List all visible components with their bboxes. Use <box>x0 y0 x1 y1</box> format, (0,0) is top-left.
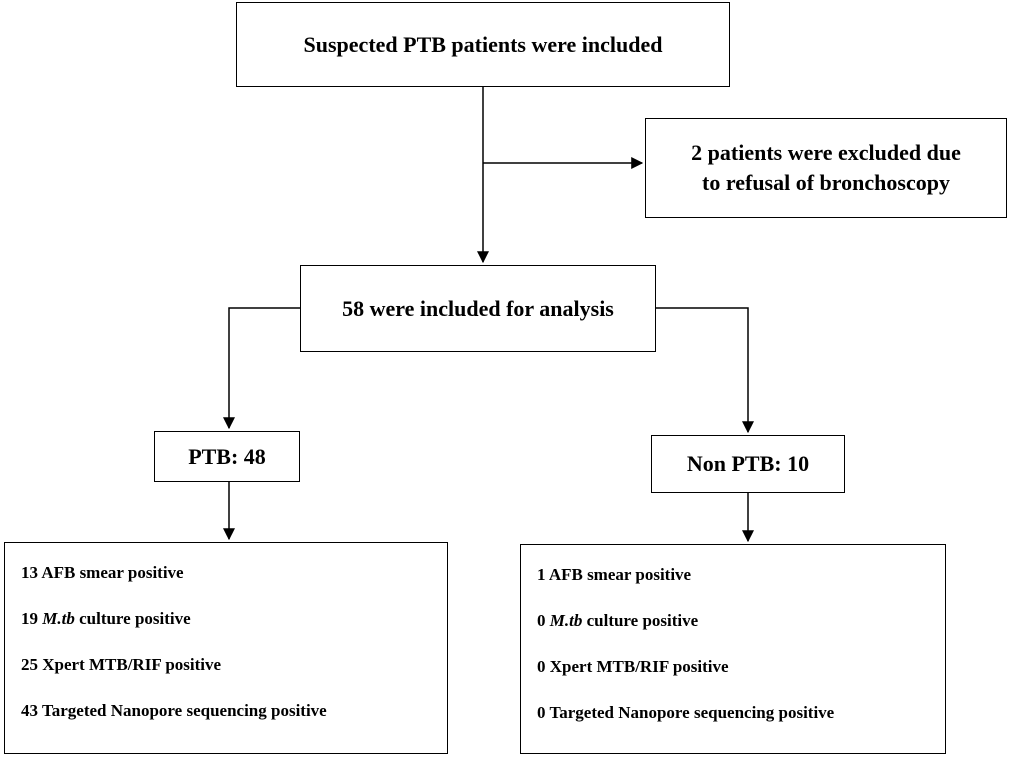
node-suspected-ptb-label: Suspected PTB patients were included <box>303 31 663 57</box>
results-nonptb: 1 AFB smear positive 0 M.tb culture posi… <box>520 544 946 754</box>
result-line: 0 Targeted Nanopore sequencing positive <box>537 703 835 722</box>
node-nonptb-label: Non PTB: 10 <box>686 451 810 476</box>
result-line: 43 Targeted Nanopore sequencing positive <box>21 701 327 720</box>
result-line: 0 M.tb culture positive <box>537 611 699 630</box>
node-ptb-label: PTB: 48 <box>188 443 266 469</box>
results-ptb: 13 AFB smear positive 19 M.tb culture po… <box>4 542 448 754</box>
result-line: 13 AFB smear positive <box>21 563 184 582</box>
node-suspected-ptb: Suspected PTB patients were included <box>236 2 730 87</box>
node-excluded-line-2: to refusal of bronchoscopy <box>702 170 950 195</box>
result-line: 25 Xpert MTB/RIF positive <box>21 655 222 674</box>
node-analysis: 58 were included for analysis <box>300 265 656 352</box>
node-ptb: PTB: 48 <box>154 431 300 482</box>
result-line: 1 AFB smear positive <box>537 565 692 584</box>
organism-name: M.tb <box>549 611 583 630</box>
node-analysis-label: 58 were included for analysis <box>342 295 614 321</box>
node-nonptb: Non PTB: 10 <box>651 435 845 493</box>
arrow-analysis-to-nonptb <box>656 307 754 434</box>
result-line: 19 M.tb culture positive <box>21 609 191 628</box>
organism-name: M.tb <box>42 609 75 628</box>
node-excluded: 2 patients were excluded due to refusal … <box>645 118 1007 218</box>
arrow-analysis-to-ptb <box>223 307 300 430</box>
node-excluded-line-1: 2 patients were excluded due <box>691 140 961 165</box>
result-line: 0 Xpert MTB/RIF positive <box>537 657 729 676</box>
